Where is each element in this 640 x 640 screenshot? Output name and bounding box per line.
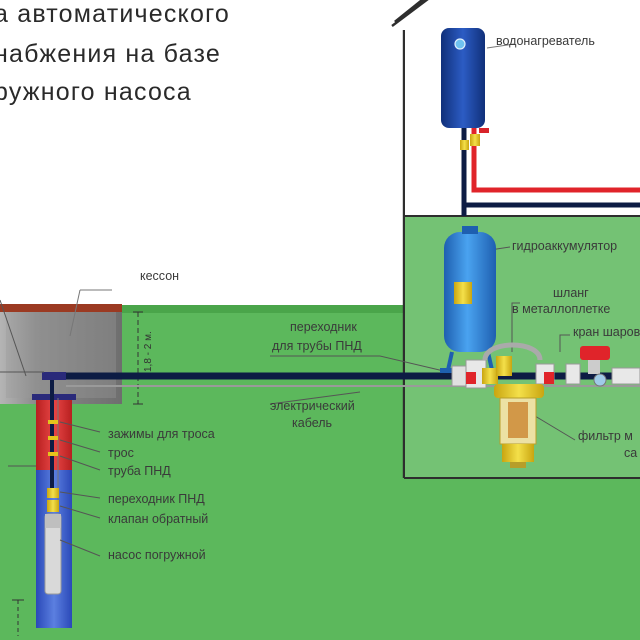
label-filter-2: са (624, 446, 638, 460)
label-pnd-pipe: труба ПНД (108, 464, 171, 478)
water-filter (494, 384, 544, 468)
depth-marker (133, 311, 143, 405)
label-accumulator: гидроаккумулятор (512, 239, 618, 253)
house-roof-gable (398, 0, 640, 24)
label-caisson: кессон (140, 269, 180, 283)
label-adapter-1: переходник (290, 320, 357, 334)
label-rope: трос (108, 446, 134, 460)
label-hose-1: шланг (553, 286, 589, 300)
hot-water-pipe (471, 128, 640, 193)
label-water-heater: водонагреватель (496, 34, 595, 48)
label-filter-1: фильтр м (578, 429, 633, 443)
ground-surface (0, 305, 640, 313)
well (32, 372, 76, 628)
title-line-2: набжения на базе (0, 40, 221, 68)
label-submersible-pump: насос погружной (108, 548, 206, 562)
label-depth: 1,8 - 2 м. (143, 331, 154, 372)
heater-dial-icon (454, 38, 466, 50)
label-check-valve: клапан обратный (108, 512, 209, 526)
label-ball-valve: кран шаров (573, 325, 640, 339)
fittings (451, 342, 640, 389)
label-hose-2: в металлоплетке (512, 302, 611, 316)
accumulator-label-plate (454, 282, 472, 304)
title-line-1: а автоматического (0, 0, 230, 28)
label-adapter-2: для трубы ПНД (272, 339, 362, 353)
title-line-3: ружного насоса (0, 78, 192, 106)
leader-lines (0, 246, 576, 557)
label-cable-1: электрический (270, 399, 355, 413)
label-cable-clamps: зажимы для троса (108, 427, 215, 441)
label-cable-2: кабель (292, 416, 333, 430)
label-adapter-pnd: переходник ПНД (108, 492, 205, 506)
